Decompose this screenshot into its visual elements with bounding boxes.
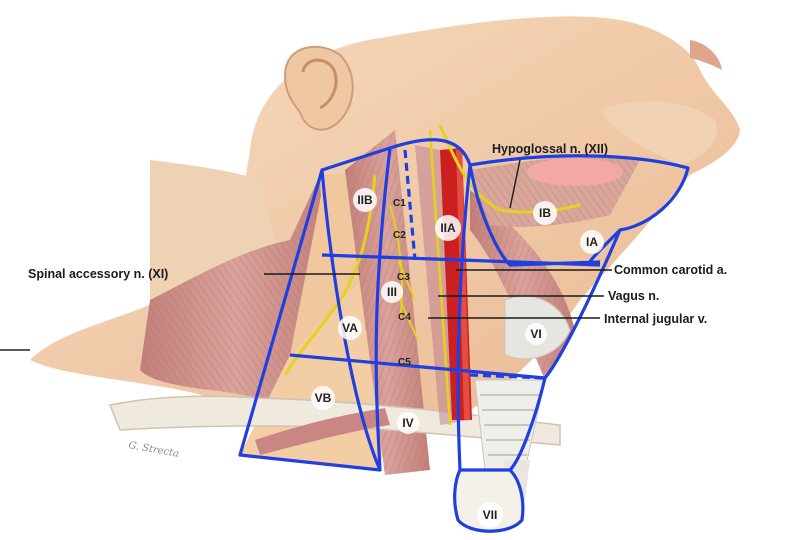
vertebra-C4-label: C4 xyxy=(398,312,411,323)
vertebra-C2-label: C2 xyxy=(393,230,406,241)
vertebra-C1-label: C1 xyxy=(393,198,406,209)
hypoglossal-nerve-label: Hypoglossal n. (XII) xyxy=(492,142,608,156)
vertebra-C3-label: C3 xyxy=(397,272,410,283)
internal-jugular-label: Internal jugular v. xyxy=(604,312,707,326)
vagus-nerve-label: Vagus n. xyxy=(608,289,659,303)
submandibular-gland xyxy=(527,158,623,186)
level-IA-label: IA xyxy=(586,235,598,249)
level-VB-label: VB xyxy=(315,391,332,405)
level-IIB-label: IIB xyxy=(357,193,373,207)
illustrator-signature: G. Strecta xyxy=(127,440,179,460)
level-III-label: III xyxy=(387,285,397,299)
common-carotid-label: Common carotid a. xyxy=(614,263,727,277)
spinal-accessory-nerve-label: Spinal accessory n. (XI) xyxy=(28,267,168,281)
vertebra-C5-label: C5 xyxy=(398,357,411,368)
level-VA-label: VA xyxy=(342,321,358,335)
trachea xyxy=(475,380,545,470)
level-VII-label: VII xyxy=(483,508,498,522)
level-IB-label: IB xyxy=(539,206,551,220)
level-IV-label: IV xyxy=(402,416,413,430)
level-IIA-label: IIA xyxy=(440,221,456,235)
level-VI-label: VI xyxy=(530,327,541,341)
